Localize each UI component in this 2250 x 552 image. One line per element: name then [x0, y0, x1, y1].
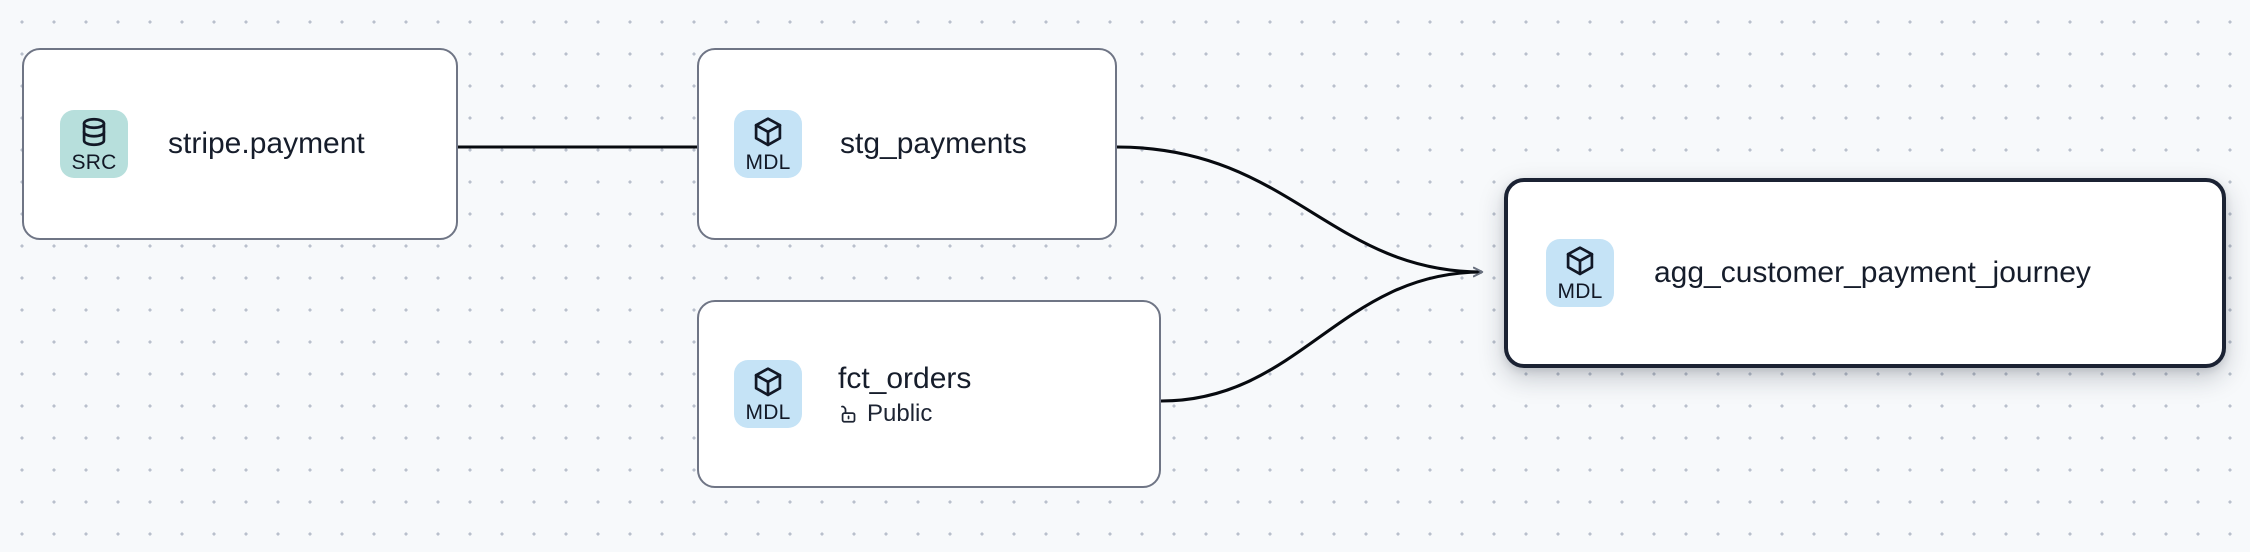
- node-body: stg_payments: [840, 126, 1027, 161]
- model-badge-label: MDL: [745, 151, 791, 174]
- edge-stg-payments-to-agg: [1116, 145, 1484, 278]
- node-title: stg_payments: [840, 127, 1027, 161]
- cube-icon: [754, 117, 782, 147]
- edge-fct-orders-to-agg: [1160, 266, 1484, 403]
- node-fct-orders[interactable]: MDL fct_orders Public: [697, 300, 1161, 488]
- model-badge-label: MDL: [745, 401, 791, 424]
- node-visibility-label: Public: [867, 399, 933, 427]
- node-body: fct_orders Public: [838, 361, 971, 428]
- node-stripe-payment[interactable]: SRC stripe.payment: [22, 48, 458, 240]
- node-stg-payments[interactable]: MDL stg_payments: [697, 48, 1117, 240]
- node-title: agg_customer_payment_journey: [1654, 256, 2091, 290]
- model-badge: MDL: [734, 360, 802, 428]
- database-icon: [82, 117, 106, 147]
- cube-icon: [754, 367, 782, 397]
- model-badge: MDL: [734, 110, 802, 178]
- model-badge: MDL: [1546, 239, 1614, 307]
- model-badge-label: MDL: [1557, 280, 1603, 303]
- node-body: stripe.payment: [168, 126, 365, 161]
- cube-icon: [1566, 246, 1594, 276]
- source-badge-label: SRC: [71, 151, 117, 174]
- node-agg-customer-payment-journey[interactable]: MDL agg_customer_payment_journey: [1504, 178, 2226, 368]
- node-title: stripe.payment: [168, 127, 365, 161]
- unlock-icon: [841, 405, 856, 423]
- node-visibility: Public: [838, 400, 971, 428]
- source-badge: SRC: [60, 110, 128, 178]
- node-title: fct_orders: [838, 361, 972, 395]
- node-body: agg_customer_payment_journey: [1654, 255, 2091, 290]
